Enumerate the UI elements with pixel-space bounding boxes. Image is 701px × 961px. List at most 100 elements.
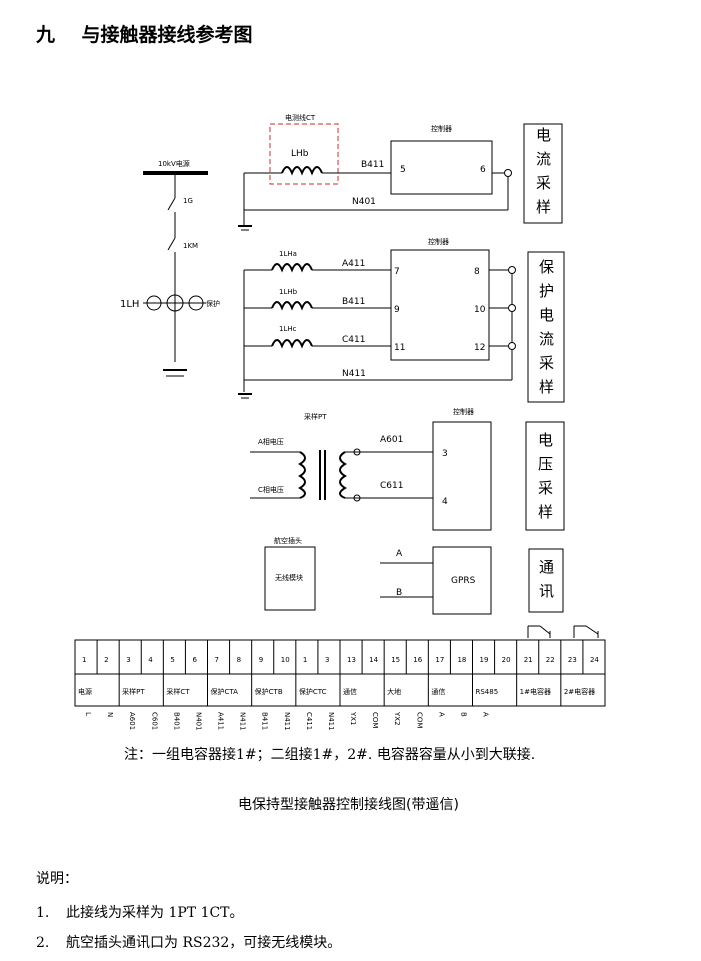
side-text-char: 电: [536, 126, 551, 144]
side-box-3: [525, 421, 565, 531]
block1-pin-out: 6: [480, 165, 486, 175]
terminal-number: 19: [480, 656, 489, 664]
terminal-number: 6: [192, 656, 197, 664]
terminal-number: 20: [502, 656, 511, 664]
wireless-module-box: [264, 546, 316, 611]
controller-box-3: [432, 421, 492, 531]
block3-wire-c: C611: [380, 481, 403, 491]
terminal-wire-label: A411: [217, 712, 225, 730]
switch-1km-label: 1KM: [183, 242, 198, 250]
terminal-number: 14: [369, 656, 378, 664]
terminal-number: 21: [524, 656, 533, 664]
terminal-wire-label: COM: [415, 712, 423, 728]
side-text-char: 样: [539, 378, 554, 396]
block2-pin-10: 10: [474, 305, 486, 315]
side-text-char: 采: [538, 479, 553, 497]
terminal-12: [508, 342, 516, 350]
terminal-group-label: 保护CTC: [299, 687, 327, 696]
side-box-1: [523, 123, 563, 224]
side-text-4: 通讯: [539, 558, 554, 600]
block2-pin-11: 11: [394, 343, 405, 353]
pt-secondary-coil: [339, 451, 347, 499]
terminal-group-label: 保护CTA: [211, 687, 239, 696]
block2-wire-b: B411: [342, 297, 365, 307]
side-box-2: [527, 251, 565, 403]
terminal-wire-label: N411: [327, 712, 335, 731]
block4-plug-label: 航空插头: [274, 536, 302, 545]
ct-right-label: 保护: [206, 299, 220, 308]
block1-in-wire: B411: [361, 160, 384, 170]
block3-phase-a: A相电压: [258, 437, 284, 446]
pt-primary-coil: [298, 451, 306, 499]
block4-module-label: 无线模块: [275, 573, 303, 582]
block2-pin-8: 8: [474, 267, 480, 277]
block2-box-title: 控制器: [428, 237, 449, 246]
terminal-number: 13: [347, 656, 356, 664]
contactor-1km: [167, 237, 176, 251]
pt-terminal-a: [353, 448, 361, 456]
side-text-char: 采: [536, 174, 551, 192]
terminal-number: 17: [435, 656, 444, 664]
block2-wire-a: A411: [342, 259, 365, 269]
block4-line-b: B: [396, 588, 402, 598]
controller-box-2: [390, 249, 490, 361]
terminal-group-label: 采样PT: [122, 687, 145, 696]
terminal-wire-label: C601: [150, 712, 158, 730]
pt-terminal-c: [353, 494, 361, 502]
terminal-group-label: 电源: [78, 687, 92, 696]
terminal-number: 1: [303, 656, 307, 664]
terminal-wire-label: N411: [239, 712, 247, 731]
block3-pt-label: 采样PT: [304, 412, 327, 421]
block1-box-title: 控制器: [431, 124, 452, 133]
terminal-number: 4: [148, 656, 153, 664]
controller-box-1: [390, 140, 493, 195]
side-text-char: 护: [539, 282, 554, 300]
coil-1lhb: [271, 301, 313, 311]
block4-gprs: GPRS: [451, 576, 476, 586]
terminal-group-label: 通信: [343, 687, 357, 696]
coil-1lhc: [271, 339, 313, 349]
terminal-number: 22: [546, 656, 555, 664]
terminal-wire-label: COM: [371, 712, 379, 728]
terminal-number: 18: [457, 656, 466, 664]
terminal-wire-label: N411: [283, 712, 291, 731]
terminal-number: 8: [237, 656, 241, 664]
terminal-number: 3: [325, 656, 329, 664]
side-text-char: 电: [539, 306, 554, 324]
block2-coil-a: 1LHa: [279, 250, 297, 258]
side-text-char: 保: [539, 258, 554, 276]
terminal-number: 1: [82, 656, 86, 664]
side-text-char: 流: [536, 150, 551, 168]
terminal-10: [508, 304, 516, 312]
terminal-number: 3: [126, 656, 130, 664]
explain-title: 说明：: [36, 871, 78, 887]
side-text-char: 通: [539, 558, 554, 576]
terminal-number: 9: [259, 656, 263, 664]
side-text-char: 电: [538, 431, 553, 449]
terminal-group-label: 通信: [431, 687, 445, 696]
side-box-4: [528, 548, 564, 613]
coil-lhb-1: [281, 166, 323, 176]
explain-item-2: 2.航空插头通讯口为 RS232，可接无线模块。: [36, 935, 342, 951]
terminal-wire-label: B411: [261, 712, 269, 730]
block3-box-title: 控制器: [453, 407, 474, 416]
block3-wire-a: A601: [380, 435, 403, 445]
terminal-wire-label: YX2: [393, 711, 401, 726]
side-text-char: 讯: [539, 582, 554, 600]
explain-item-1: 1.此接线为采样为 1PT 1CT。: [36, 905, 244, 921]
terminal-wire-label: YX1: [349, 711, 357, 726]
side-text-char: 样: [536, 198, 551, 216]
terminal-group-label: 保护CTB: [255, 687, 283, 696]
block1-return-wire: N401: [352, 197, 376, 207]
terminal-number: 5: [170, 656, 174, 664]
block2-pin-12: 12: [474, 343, 485, 353]
terminal-wire-label: C411: [305, 712, 313, 730]
terminal-number: 15: [391, 656, 400, 664]
terminal-wire-label: A601: [128, 712, 136, 730]
